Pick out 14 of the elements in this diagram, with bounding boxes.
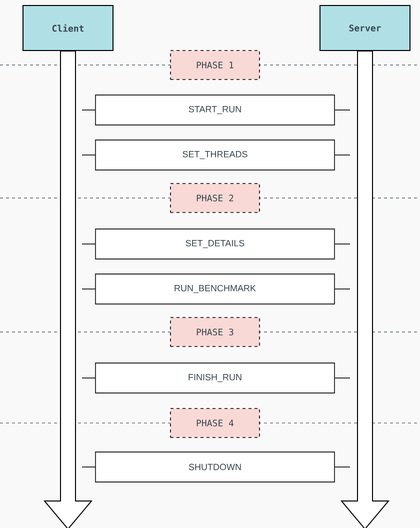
phase-label: PHASE 4 <box>170 408 260 438</box>
lifeline-arrow <box>340 50 390 528</box>
message-box: START_RUN <box>95 94 335 126</box>
phase-label: PHASE 3 <box>170 317 260 347</box>
message-box: RUN_BENCHMARK <box>95 274 335 304</box>
participant-box: Client <box>22 5 114 51</box>
lifeline-arrow <box>43 50 93 528</box>
phase-label: PHASE 1 <box>170 50 260 80</box>
phase-label: PHASE 2 <box>170 183 260 213</box>
message-box: SET_DETAILS <box>95 228 335 260</box>
message-box: FINISH_RUN <box>95 362 335 394</box>
message-box: SET_THREADS <box>95 140 335 170</box>
participant-box: Server <box>320 5 410 51</box>
message-box: SHUTDOWN <box>95 452 335 482</box>
